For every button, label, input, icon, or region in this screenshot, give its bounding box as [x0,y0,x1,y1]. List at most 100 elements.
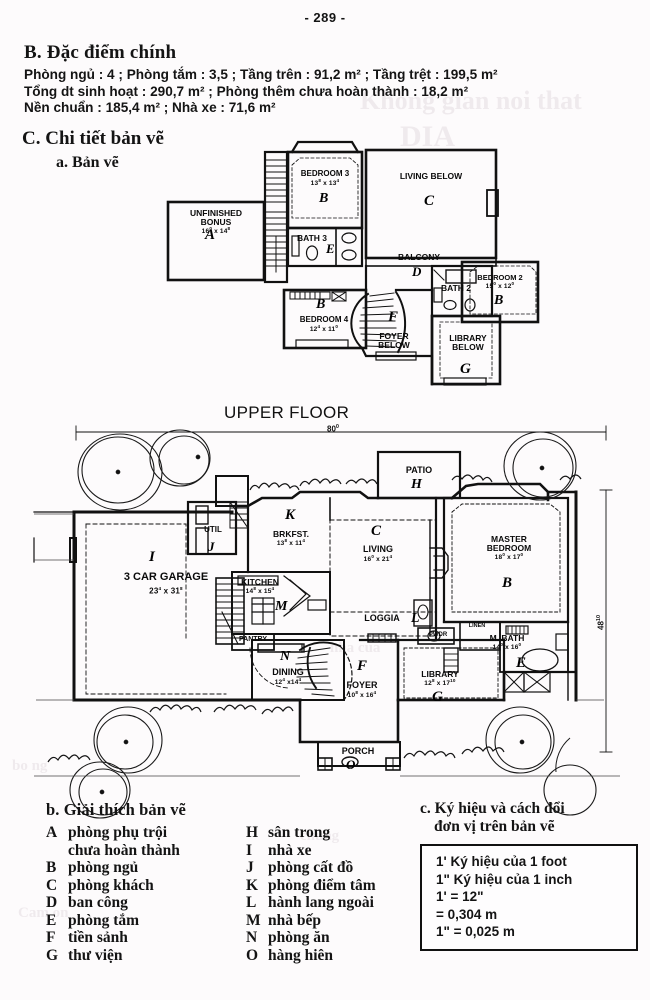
legend-letter: M [246,911,261,929]
conversion-row: 1" = 0,025 m [436,924,515,939]
ghost-text: DIA [400,120,456,153]
legend-text: nhà bếp [268,911,321,929]
room-key-i-garage: I [149,549,155,565]
room-key-o-porch: O [346,757,356,772]
page-number: - 289 - [304,10,346,25]
upper-floor-width-dim: 800 [327,424,339,434]
room-label-pantry: PANTRY [239,636,267,643]
room-key-e-mbath: E [516,655,527,671]
main-floor-depth-dim: 4810 [596,614,606,630]
legend-letter: G [46,946,59,964]
room-label-balcony: BALCONY [397,252,441,262]
room-key-c-livingbelow: C [424,193,435,209]
conversion-heading-line2: đơn vị trên bản vẽ [434,818,555,835]
room-label-unfinished-bonus: UNFINISHED BONUSUNFINISHEDBONUS 160 x 14… [190,208,242,236]
legend-heading: b. Giải thích bản vẽ [46,800,186,819]
legend-letter: A [46,824,58,841]
room-key-n-dining: N [280,649,291,664]
room-key-j-util: J [208,539,215,554]
legend-text: sân trong [268,824,331,841]
conversion-row: = 0,304 m [436,906,498,922]
room-key-d-balcony: D [412,264,422,279]
legend-letter: D [46,894,58,911]
room-key-f-foyerbelow: F [388,309,399,325]
ghost-text: bo ng [12,758,48,774]
legend-text: tiền sảnh [68,929,128,946]
legend-text: hành lang ngoài [268,894,374,911]
legend-text: phòng phụ trội [68,824,168,841]
legend-letter: E [46,911,57,929]
legend-text: phòng ngủ [68,859,139,876]
legend-text: phòng tắm [68,911,140,929]
room-key-a: A [205,227,216,243]
room-key-b-bedroom2: B [494,293,504,308]
room-key-e-bath3: E [326,241,335,256]
legend-letter: L [246,894,257,911]
room-key-k-brkfst: K [285,507,296,523]
section-b-heading: B. Đặc điểm chính [24,42,177,63]
room-key-g-librarybelow: G [460,361,471,377]
room-label-linen: LINEN [468,623,486,629]
legend-text: nhà xe [268,841,312,859]
room-label-porch: PORCH [341,746,375,756]
legend-text: ban công [68,894,128,911]
spec-line-2: Tổng dt sinh hoạt : 290,7 m² ; Phòng thê… [24,83,469,99]
room-label-util: UTIL [204,525,222,534]
legend-letter: K [246,876,259,894]
legend-text: phòng cất đồ [268,859,354,876]
legend-letter: F [46,929,56,946]
legend-letter: O [246,946,259,964]
room-key-g-library: G [432,689,443,705]
conversion-heading: c. Ký hiệu và cách đổi đơn vị trên bản v… [420,800,638,836]
room-label-bath-2: BATH 2 [440,283,472,293]
room-label-pwdr: PWDR [428,632,448,638]
room-label-loggia: LOGGIA [364,613,400,623]
conversion-row: 1' Ký hiệu của 1 foot [436,854,567,869]
ghost-text: nha cua [330,640,381,656]
room-label-bath-3: BATH 3 [296,233,328,243]
legend-item-continuation: chưa hoàn thành [68,841,180,859]
legend-text: phòng ăn [268,929,330,946]
legend-text: hàng hiên [268,946,334,964]
room-label-brkfst: BRKFST.138 x 114 [273,529,309,548]
legend-letter: H [246,824,259,841]
conversion-heading-line1: c. Ký hiệu và cách đổi [420,800,565,817]
upper-floor-title: UPPER FLOOR [224,403,350,422]
spec-line-3: Nền chuẩn : 185,4 m² ; Nhà xe : 71,6 m² [24,100,276,115]
room-key-f-foyer: F [357,658,368,674]
legend-text: thư viện [68,946,123,964]
room-key-b-bedroom3: B [319,191,329,206]
spec-line-1: Phòng ngủ : 4 ; Phòng tắm : 3,5 ; Tầng t… [24,67,498,82]
section-c-subheading: a. Bản vẽ [56,154,119,171]
legend-letter: J [246,859,254,876]
conversion-box: 1' Ký hiệu của 1 foot 1" Ký hiệu của 1 i… [420,844,638,951]
conversion-row: 1" Ký hiệu của 1 inch [436,871,573,887]
room-key-b-bedroom4: B [316,297,326,312]
section-b: B. Đặc điểm chính Phòng ngủ : 4 ; Phòng … [24,42,498,117]
room-key-m-kitchen: M [275,599,288,614]
room-key-h-patio: H [411,477,422,492]
